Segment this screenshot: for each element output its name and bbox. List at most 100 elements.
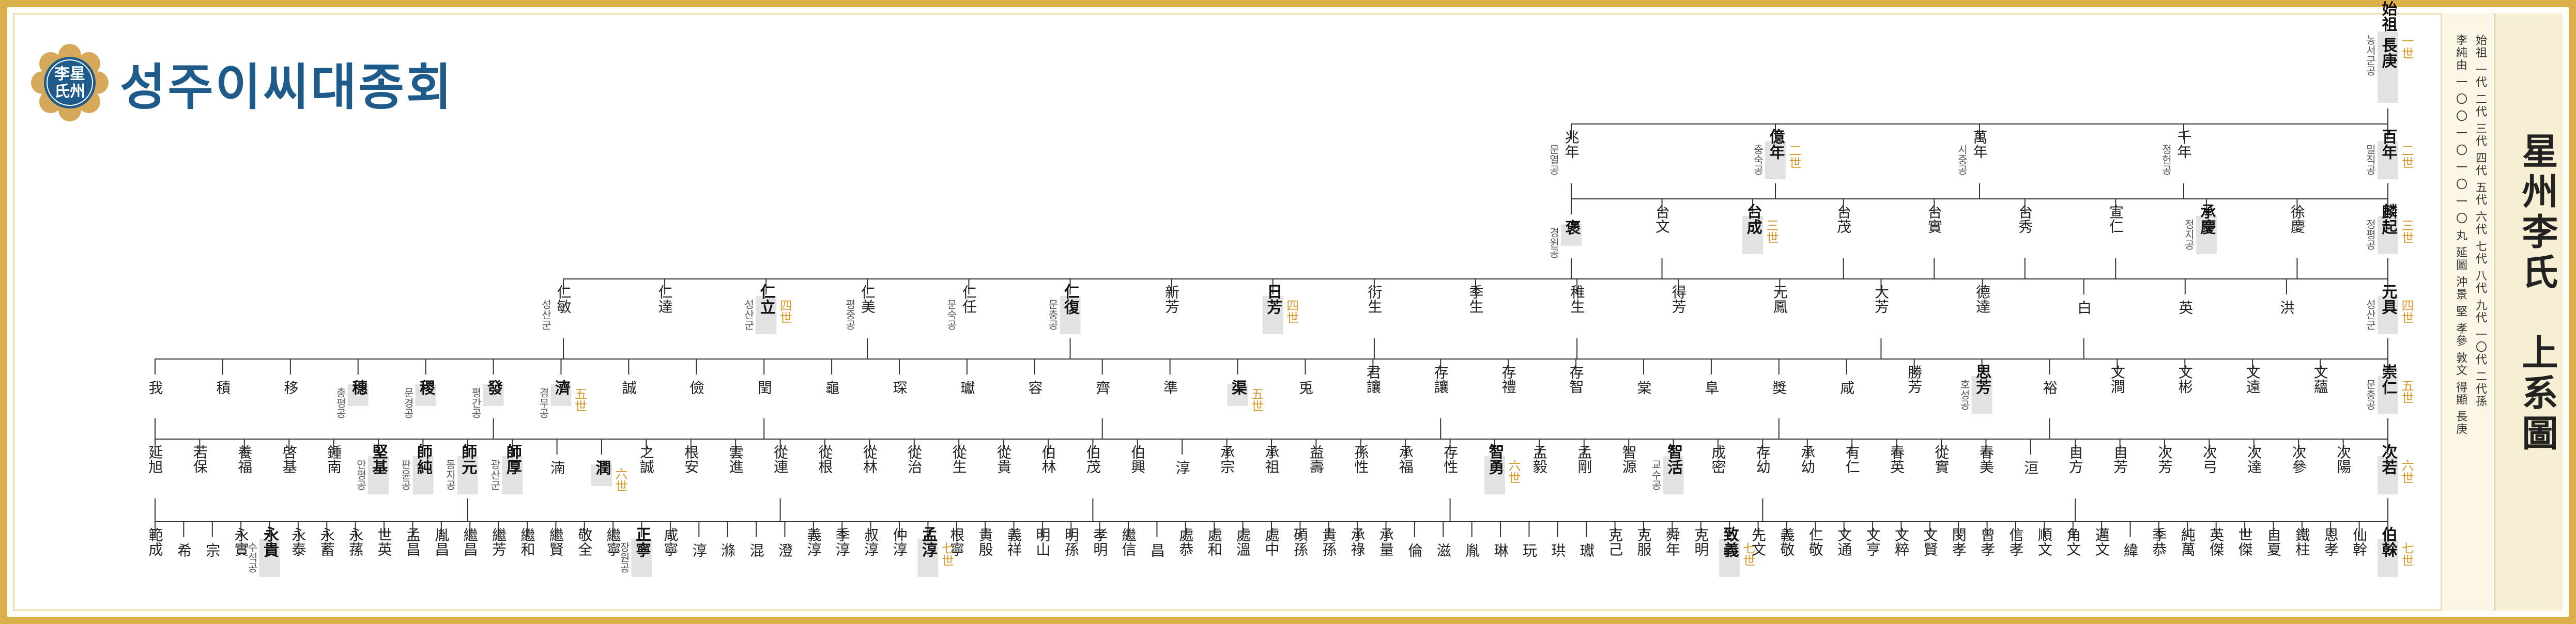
person-node: 元鳳 bbox=[1771, 285, 1788, 314]
generation-marker: 六世 bbox=[613, 467, 627, 492]
person-name: 處中 bbox=[1263, 527, 1280, 556]
person-node: 珙 bbox=[1549, 543, 1566, 557]
generation-marker: 五世 bbox=[572, 387, 587, 412]
person-name: 義敬 bbox=[1778, 527, 1795, 556]
person-name: 敬全 bbox=[576, 527, 593, 556]
highlight-box bbox=[2378, 32, 2398, 103]
highlight-box bbox=[502, 456, 523, 494]
person-node: 次陽 bbox=[2335, 445, 2352, 474]
person-name: 淳 bbox=[691, 543, 708, 557]
person-node: 智源 bbox=[1620, 445, 1637, 474]
person-node: 我 bbox=[147, 380, 164, 395]
person-name: 從林 bbox=[861, 445, 878, 474]
person-node: 台實 bbox=[1926, 205, 1943, 233]
generation-marker: 五世 bbox=[1249, 387, 1264, 412]
person-name: 孫性 bbox=[1352, 445, 1369, 474]
person-node: 根寧 bbox=[948, 527, 965, 556]
person-name: 承宗 bbox=[1218, 445, 1235, 474]
person-name: 從貴 bbox=[995, 445, 1012, 474]
highlight-box bbox=[756, 296, 777, 334]
person-name: 準 bbox=[1161, 380, 1178, 395]
person-node: 日芳四世 bbox=[1262, 284, 1299, 334]
person-node: 滌 bbox=[719, 543, 736, 557]
person-name: 始祖 長庚 bbox=[2379, 1, 2398, 69]
person-name: 延旭 bbox=[147, 445, 164, 474]
person-node: 明山 bbox=[1034, 527, 1051, 556]
person-node: 裕 bbox=[2041, 380, 2058, 395]
person-name: 英傑 bbox=[2207, 527, 2225, 556]
person-node: 自夏 bbox=[2265, 527, 2282, 556]
honorific-title: 경무공 bbox=[537, 387, 549, 418]
person-node: 伯茂 bbox=[1084, 445, 1101, 474]
person-name: 之誠 bbox=[638, 445, 655, 474]
person-node: 從連 bbox=[772, 445, 789, 474]
highlight-box bbox=[1971, 376, 1992, 414]
person-node: 文遠 bbox=[2244, 365, 2261, 394]
person-node: 兎 bbox=[1297, 380, 1314, 395]
person-name: 齊 bbox=[1094, 380, 1111, 395]
person-node: 仙幹 bbox=[2351, 527, 2368, 556]
highlight-box bbox=[368, 456, 389, 494]
person-name: 伯興 bbox=[1129, 445, 1146, 474]
person-node: 從根 bbox=[817, 445, 834, 474]
person-name: 承祿 bbox=[1349, 527, 1366, 556]
person-node: 從治 bbox=[906, 445, 923, 474]
highlight-box bbox=[1765, 141, 1786, 179]
person-name: 渠 bbox=[1229, 380, 1247, 395]
person-name: 大芳 bbox=[1873, 285, 1890, 314]
person-name: 次陽 bbox=[2335, 445, 2352, 474]
highlight-box bbox=[2378, 376, 2398, 414]
person-node: 緯 bbox=[2122, 543, 2139, 557]
person-name: 徐慶 bbox=[2289, 205, 2306, 233]
highlight-box bbox=[2378, 216, 2398, 254]
person-name: 智源 bbox=[1620, 445, 1637, 474]
person-name: 鍾南 bbox=[325, 445, 342, 474]
person-node: 啓基 bbox=[281, 445, 298, 474]
highlight-box bbox=[917, 539, 939, 577]
highlight-box bbox=[347, 384, 369, 406]
person-node: 文澗 bbox=[2109, 365, 2126, 394]
person-name: 益壽 bbox=[1308, 445, 1325, 474]
person-name: 淳 bbox=[1174, 460, 1191, 475]
person-name: 次若 bbox=[2379, 444, 2398, 475]
person-node: 舜年 bbox=[1664, 527, 1681, 556]
person-node: 孝明 bbox=[1091, 527, 1108, 556]
person-name: 從生 bbox=[950, 445, 968, 474]
person-node: 鍾南 bbox=[325, 445, 342, 474]
person-name: 智活 bbox=[1664, 444, 1683, 475]
person-name: 文賢 bbox=[1921, 527, 1938, 556]
person-node: 君讓 bbox=[1364, 365, 1382, 394]
person-name: 億年 bbox=[1767, 129, 1785, 160]
person-name: 克明 bbox=[1692, 527, 1709, 556]
person-node: 仁達 bbox=[656, 285, 673, 314]
person-name: 君讓 bbox=[1364, 365, 1382, 394]
person-node: 處恭 bbox=[1177, 527, 1194, 556]
person-node: 處中 bbox=[1263, 527, 1280, 556]
person-node: 白 bbox=[2075, 300, 2092, 315]
person-node: 倫 bbox=[1406, 543, 1423, 557]
person-name: 世英 bbox=[376, 527, 393, 556]
generation-table: 始祖 一代 二代 三代 四代 五代 六代 七代 八代 九代 一〇代 二代孫 李純… bbox=[2441, 13, 2493, 611]
person-node: 大芳 bbox=[1873, 285, 1890, 314]
person-name: 琳 bbox=[1492, 543, 1509, 557]
person-name: 世傑 bbox=[2236, 527, 2253, 556]
person-name: 克服 bbox=[1635, 527, 1652, 556]
highlight-box bbox=[1484, 456, 1505, 494]
person-name: 台成 bbox=[1744, 203, 1762, 235]
person-node: 麟起三世정평공 bbox=[2364, 204, 2414, 254]
person-name: 龜 bbox=[823, 380, 840, 395]
person-node: 文蘊 bbox=[2312, 365, 2329, 394]
person-name: 崇仁 bbox=[2379, 364, 2398, 395]
person-node: 承量 bbox=[1377, 527, 1394, 556]
highlight-box bbox=[1663, 456, 1684, 494]
person-node: 孟毅 bbox=[1531, 445, 1548, 474]
person-node: 貴殷 bbox=[977, 527, 994, 556]
person-name: 承祖 bbox=[1263, 445, 1280, 474]
person-node: 徐慶 bbox=[2289, 205, 2306, 233]
person-name: 棠 bbox=[1635, 380, 1652, 395]
